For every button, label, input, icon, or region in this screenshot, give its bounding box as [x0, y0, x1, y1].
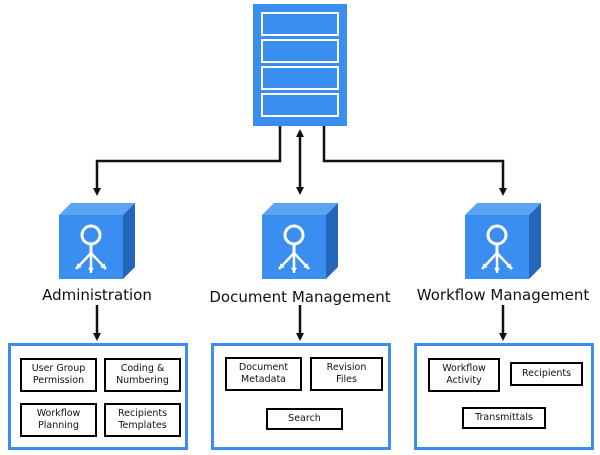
module-document-metadata[interactable]: Document Metadata: [225, 357, 302, 391]
module-search[interactable]: Search: [266, 408, 343, 430]
module-transmittals[interactable]: Transmittals: [462, 407, 546, 429]
module-user-group-permission[interactable]: User Group Permission: [20, 358, 97, 392]
module-workflow-planning[interactable]: Workflow Planning: [20, 403, 97, 437]
document-management-title: Document Management: [209, 288, 391, 306]
module-recipients-templates[interactable]: Recipients Templates: [104, 403, 181, 437]
module-revision-files[interactable]: Revision Files: [310, 357, 383, 391]
document-management-hub-icon: [262, 203, 338, 279]
administration-title: Administration: [42, 286, 152, 304]
workflow-management-panel: [414, 343, 594, 450]
workflow-management-title: Workflow Management: [416, 286, 590, 304]
connector-lines: [93, 126, 507, 341]
module-recipients[interactable]: Recipients: [510, 362, 583, 386]
administration-hub-icon: [59, 203, 135, 279]
workflow-management-hub-icon: [465, 203, 541, 279]
module-workflow-activity[interactable]: Workflow Activity: [428, 358, 500, 392]
module-coding-numbering[interactable]: Coding & Numbering: [104, 358, 181, 392]
database-server-icon: [253, 4, 347, 126]
